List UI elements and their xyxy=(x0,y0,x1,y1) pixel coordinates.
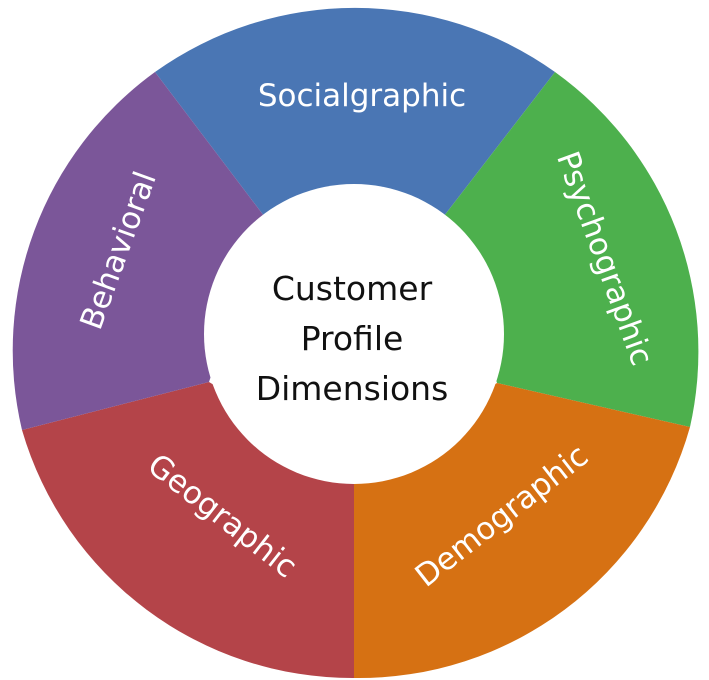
label-socialgraphic: Socialgraphic xyxy=(258,78,466,114)
segment-behavioral xyxy=(12,72,265,430)
center-line-3: Dimensions xyxy=(256,369,449,408)
center-circle xyxy=(204,184,504,484)
center-line-2: Profile xyxy=(301,319,404,358)
segment-psychographic xyxy=(444,72,699,427)
center-title: Customer Profile Dimensions xyxy=(256,269,449,408)
center-line-1: Customer xyxy=(272,269,433,308)
segment-socialgraphic xyxy=(155,7,555,216)
